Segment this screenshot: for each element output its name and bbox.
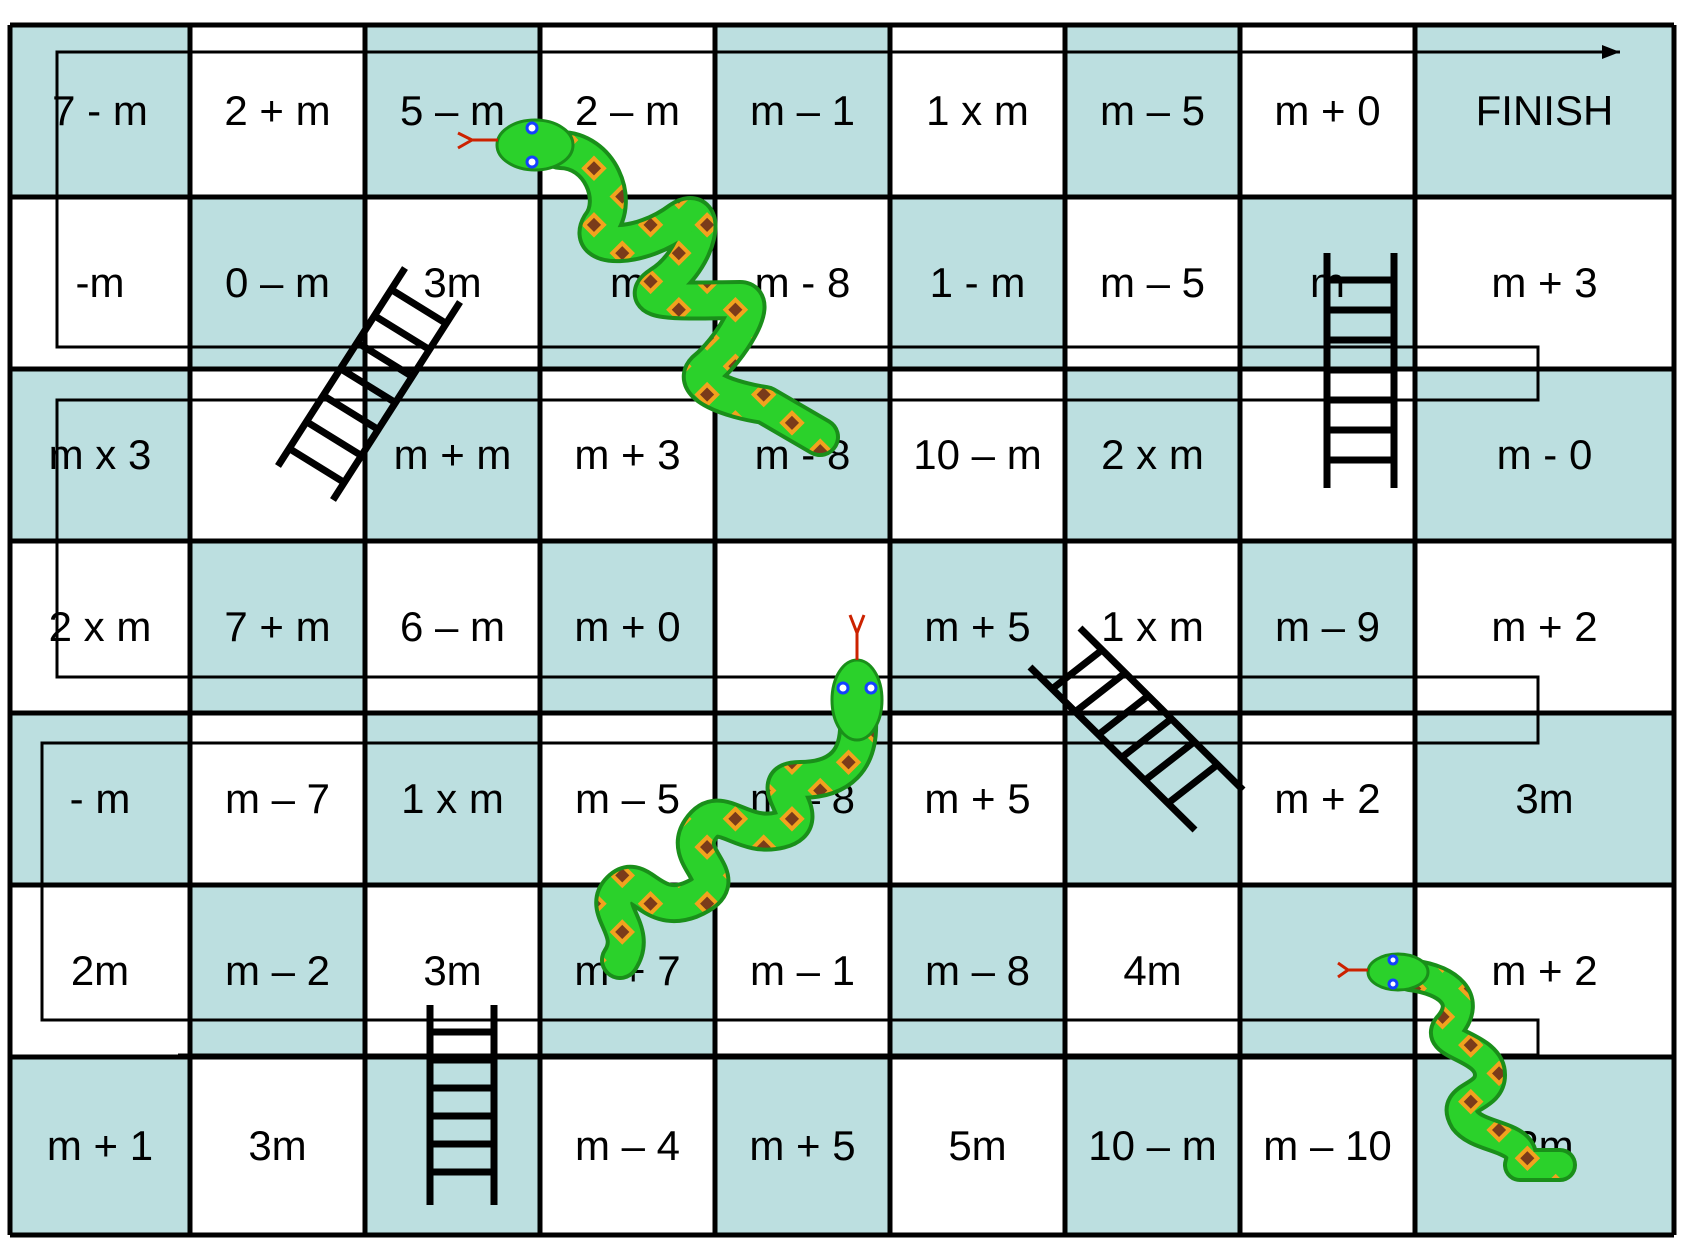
board-cell-r4-c8: m – 9 [1240, 541, 1415, 713]
board-cell-r5-c5: m – 8 [715, 713, 890, 885]
board-cell-r6-c7: 4m [1065, 885, 1240, 1057]
board-cell-r1-c9: FINISH [1415, 25, 1674, 197]
board-cell-r1-c2: 2 + m [190, 25, 365, 197]
board-cell-r3-c8 [1240, 369, 1415, 541]
board-cell-r7-c8: m – 10 [1240, 1057, 1415, 1235]
board-cell-r4-c5 [715, 541, 890, 713]
board-cell-r1-c7: m – 5 [1065, 25, 1240, 197]
board-cell-r6-c1: 2m [10, 885, 190, 1057]
board-cell-r7-c1: m + 1 [10, 1057, 190, 1235]
board-cell-r5-c4: m – 5 [540, 713, 715, 885]
board-cell-r3-c6: 10 – m [890, 369, 1065, 541]
board-cell-r6-c2: m – 2 [190, 885, 365, 1057]
board-cell-r5-c1: - m [10, 713, 190, 885]
board-cell-r3-c4: m + 3 [540, 369, 715, 541]
board-cell-r6-c8 [1240, 885, 1415, 1057]
board-cell-r3-c2 [190, 369, 365, 541]
board-cell-r2-c4: m [540, 197, 715, 369]
board-cell-r5-c8: m + 2 [1240, 713, 1415, 885]
board-cell-r2-c5: m - 8 [715, 197, 890, 369]
board-cell-r3-c3: m + m [365, 369, 540, 541]
board-cell-r7-c7: 10 – m [1065, 1057, 1240, 1235]
board-cell-r6-c3: 3m [365, 885, 540, 1057]
board-cell-r5-c7 [1065, 713, 1240, 885]
board-cell-r3-c7: 2 x m [1065, 369, 1240, 541]
board-cell-r5-c6: m + 5 [890, 713, 1065, 885]
board-cell-r4-c1: 2 x m [10, 541, 190, 713]
board-cell-r3-c1: m x 3 [10, 369, 190, 541]
board-cell-r6-c9: m + 2 [1415, 885, 1674, 1057]
board-cell-r6-c5: m – 1 [715, 885, 890, 1057]
board-cell-r4-c4: m + 0 [540, 541, 715, 713]
board-cell-r6-c4: m + 7 [540, 885, 715, 1057]
board-cell-r7-c5: m + 5 [715, 1057, 890, 1235]
board-cell-r3-c5: m - 8 [715, 369, 890, 541]
board-cell-r1-c3: 5 – m [365, 25, 540, 197]
board-cell-r4-c6: m + 5 [890, 541, 1065, 713]
board-cell-r1-c4: 2 – m [540, 25, 715, 197]
board-cell-r3-c9: m - 0 [1415, 369, 1674, 541]
board-cell-r2-c2: 0 – m [190, 197, 365, 369]
board-cell-r7-c6: 5m [890, 1057, 1065, 1235]
board-cell-r4-c3: 6 – m [365, 541, 540, 713]
board-cell-r2-c3: 3m [365, 197, 540, 369]
board-cell-r5-c9: 3m [1415, 713, 1674, 885]
board-cell-r4-c2: 7 + m [190, 541, 365, 713]
board-cell-r5-c3: 1 x m [365, 713, 540, 885]
board-cell-r7-c4: m – 4 [540, 1057, 715, 1235]
board-cell-r6-c6: m – 8 [890, 885, 1065, 1057]
board-cell-r1-c5: m – 1 [715, 25, 890, 197]
board-cell-r7-c9: 2m [1415, 1057, 1674, 1235]
board-cell-r5-c2: m – 7 [190, 713, 365, 885]
board-cell-r1-c1: 7 - m [10, 25, 190, 197]
board-cell-r1-c6: 1 x m [890, 25, 1065, 197]
board-cell-r2-c8: m [1240, 197, 1415, 369]
board-cell-r2-c6: 1 - m [890, 197, 1065, 369]
board-cell-r7-c3 [365, 1057, 540, 1235]
board-cell-r4-c9: m + 2 [1415, 541, 1674, 713]
board-cell-r2-c7: m – 5 [1065, 197, 1240, 369]
board-cell-r1-c8: m + 0 [1240, 25, 1415, 197]
board-cell-r2-c1: -m [10, 197, 190, 369]
board-cell-r2-c9: m + 3 [1415, 197, 1674, 369]
board-cell-r7-c2: 3m [190, 1057, 365, 1235]
board-cell-r4-c7: 1 x m [1065, 541, 1240, 713]
